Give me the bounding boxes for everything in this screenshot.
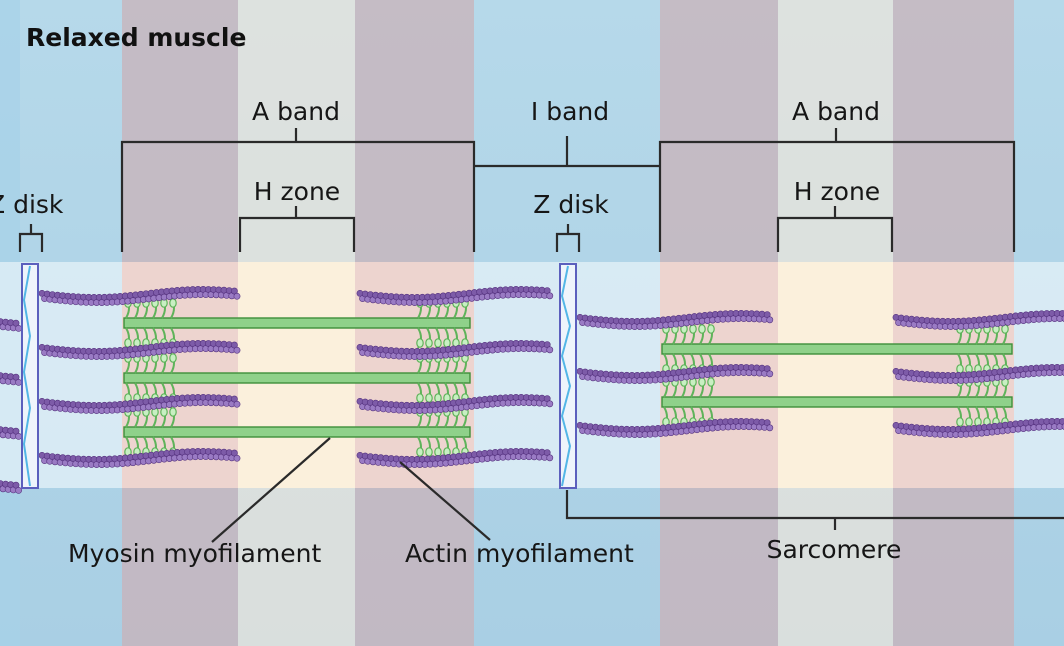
- myosin-filament-right-1: [661, 396, 1013, 408]
- actin-filament-left-b-2: [356, 394, 554, 414]
- z-disk-left-bracket: [18, 224, 44, 252]
- actin-filament-right-b-1: [892, 364, 1064, 384]
- myosin-layer: [123, 317, 1013, 438]
- actin-filament-left-a-1: [38, 340, 241, 360]
- z-disk-line-right: [559, 263, 577, 489]
- h-zone-right-label: H zone: [794, 177, 880, 206]
- actin-filament-left-b-1: [356, 340, 554, 360]
- z-disk-line-left: [21, 263, 39, 489]
- actin-label: Actin myofilament: [405, 539, 634, 568]
- actin-filament-right-a-0: [576, 310, 774, 330]
- h-zone-left-label: H zone: [254, 177, 340, 206]
- myosin-filament-left-2: [123, 426, 471, 438]
- actin-filament-edge-2: [0, 426, 22, 440]
- actin-filament-left-b-3: [356, 448, 554, 468]
- actin-filament-edge-1: [0, 372, 22, 386]
- h-zone-left-bracket: [238, 206, 356, 252]
- a-band-right-label: A band: [792, 97, 880, 126]
- a-band-right-bracket: [658, 128, 1016, 252]
- actin-filament-right-b-0: [892, 310, 1064, 330]
- z-disk-left-label: Z disk: [0, 190, 64, 219]
- actin-filament-left-a-2: [38, 394, 241, 414]
- a-band-left-bracket: [120, 128, 476, 252]
- actin-filament-left-a-3: [38, 448, 241, 468]
- myosin-leader-line: [211, 437, 331, 543]
- myosin-label: Myosin myofilament: [68, 539, 321, 568]
- h-zone-right-bracket: [776, 206, 894, 252]
- z-disk-right-bracket: [555, 224, 581, 252]
- diagram-title: Relaxed muscle: [26, 23, 246, 52]
- actin-layer: [0, 286, 1064, 494]
- sarcomere-label: Sarcomere: [767, 535, 902, 564]
- sarcomere-bracket: [565, 490, 1064, 530]
- myosin-filament-left-1: [123, 372, 471, 384]
- myosin-filament-left-0: [123, 317, 471, 329]
- brackets: [18, 128, 1064, 543]
- actin-leader-line: [399, 461, 491, 541]
- actin-filament-right-a-2: [576, 418, 774, 438]
- a-band-left-label: A band: [252, 97, 340, 126]
- i-band-bracket: [474, 136, 660, 168]
- actin-filament-edge-0: [0, 318, 22, 332]
- actin-filament-right-a-1: [576, 364, 774, 384]
- actin-filament-left-b-0: [356, 286, 554, 306]
- actin-filament-left-a-0: [38, 286, 241, 306]
- i-band-label: I band: [531, 97, 609, 126]
- actin-filament-right-b-2: [892, 418, 1064, 438]
- actin-filament-edge-3: [0, 480, 22, 494]
- myosin-filament-right-0: [661, 343, 1013, 355]
- z-disk-right-label: Z disk: [533, 190, 609, 219]
